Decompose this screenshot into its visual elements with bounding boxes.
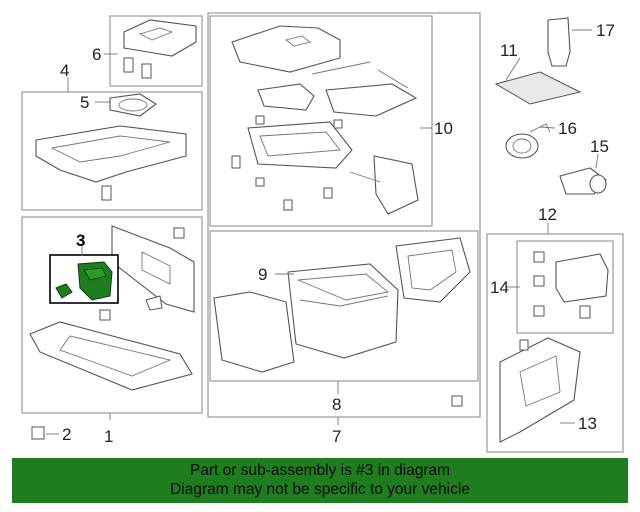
group-box-1 bbox=[21, 216, 203, 414]
part-16-socket bbox=[505, 123, 551, 159]
part-11-mat bbox=[494, 71, 582, 105]
leader-lines bbox=[46, 29, 599, 435]
part-17-knob bbox=[547, 17, 571, 67]
part-15-lighter bbox=[559, 167, 607, 195]
part-4-tray bbox=[35, 93, 187, 201]
callout-10: 10 bbox=[434, 119, 453, 138]
callout-5: 5 bbox=[80, 93, 89, 112]
callout-6: 6 bbox=[92, 45, 101, 64]
callout-16: 16 bbox=[558, 119, 577, 138]
screw-fastener bbox=[451, 395, 463, 407]
callout-14: 14 bbox=[490, 278, 509, 297]
part-13-side-panel bbox=[499, 337, 581, 443]
callout-7: 7 bbox=[332, 427, 341, 446]
group-box-12 bbox=[486, 233, 624, 453]
banner-line-1: Part or sub-assembly is #3 in diagram bbox=[189, 462, 451, 479]
callout-17: 17 bbox=[596, 21, 615, 40]
callout-1: 1 bbox=[104, 427, 113, 446]
part-14-box bbox=[533, 251, 609, 319]
part-6-bezel bbox=[123, 19, 197, 79]
callout-11: 11 bbox=[500, 41, 518, 60]
part-1-lower-console bbox=[29, 225, 195, 391]
callout-8: 8 bbox=[332, 395, 341, 414]
callout-2: 2 bbox=[62, 425, 71, 444]
callout-12: 12 bbox=[538, 205, 557, 224]
group-box-9 bbox=[209, 230, 479, 382]
info-banner: Part or sub-assembly is #3 in diagram Di… bbox=[12, 458, 628, 503]
group-box-9-outer bbox=[207, 12, 481, 418]
callout-9: 9 bbox=[258, 265, 267, 284]
callout-13: 13 bbox=[578, 414, 597, 433]
banner-line-2: Diagram may not be specific to your vehi… bbox=[170, 481, 470, 498]
part-2-clip bbox=[31, 426, 45, 440]
group-box-4 bbox=[21, 91, 203, 211]
group-box-6 bbox=[109, 15, 203, 87]
part-9-housing bbox=[213, 237, 471, 373]
part-10-armrest-cluster bbox=[231, 25, 419, 215]
group-box-10 bbox=[209, 15, 433, 227]
callout-3: 3 bbox=[76, 231, 85, 250]
callout-4: 4 bbox=[60, 61, 69, 80]
part-3-bracket bbox=[55, 261, 113, 301]
callout-15: 15 bbox=[590, 137, 609, 156]
